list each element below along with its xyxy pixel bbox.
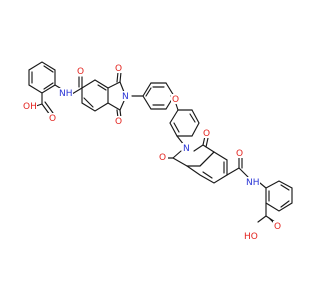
molecule-structure-diagram: O NH OH O O N O O N O O O NH O HO: [23, 61, 293, 242]
acid-oxygen-bottom: O: [274, 222, 281, 232]
amide-oxygen-top: O: [77, 67, 84, 77]
amide-oxygen-bottom: O: [236, 149, 243, 159]
amide-nh-bottom: NH: [246, 178, 260, 188]
acid-oxygen-top: O: [49, 114, 56, 124]
ether-oxygen: O: [172, 95, 179, 105]
imide-oxygen-bottom-2: O: [159, 153, 166, 163]
imide-oxygen-top-2: O: [115, 117, 122, 127]
chemical-structure: O NH OH O O N O O N O O O NH O HO: [23, 61, 293, 242]
hydroxyl-bottom: HO: [244, 232, 258, 242]
hydroxyl-top: OH: [23, 102, 37, 112]
bonds: [28, 61, 293, 226]
amide-nh-top: NH: [59, 89, 73, 99]
imide-oxygen-bottom-1: O: [203, 129, 210, 139]
imide-nitrogen-bottom: N: [183, 144, 190, 154]
atom-labels: O NH OH O O N O O N O O O NH O HO: [23, 63, 283, 242]
imide-oxygen-top-1: O: [115, 64, 122, 74]
imide-nitrogen-top: N: [122, 92, 129, 102]
